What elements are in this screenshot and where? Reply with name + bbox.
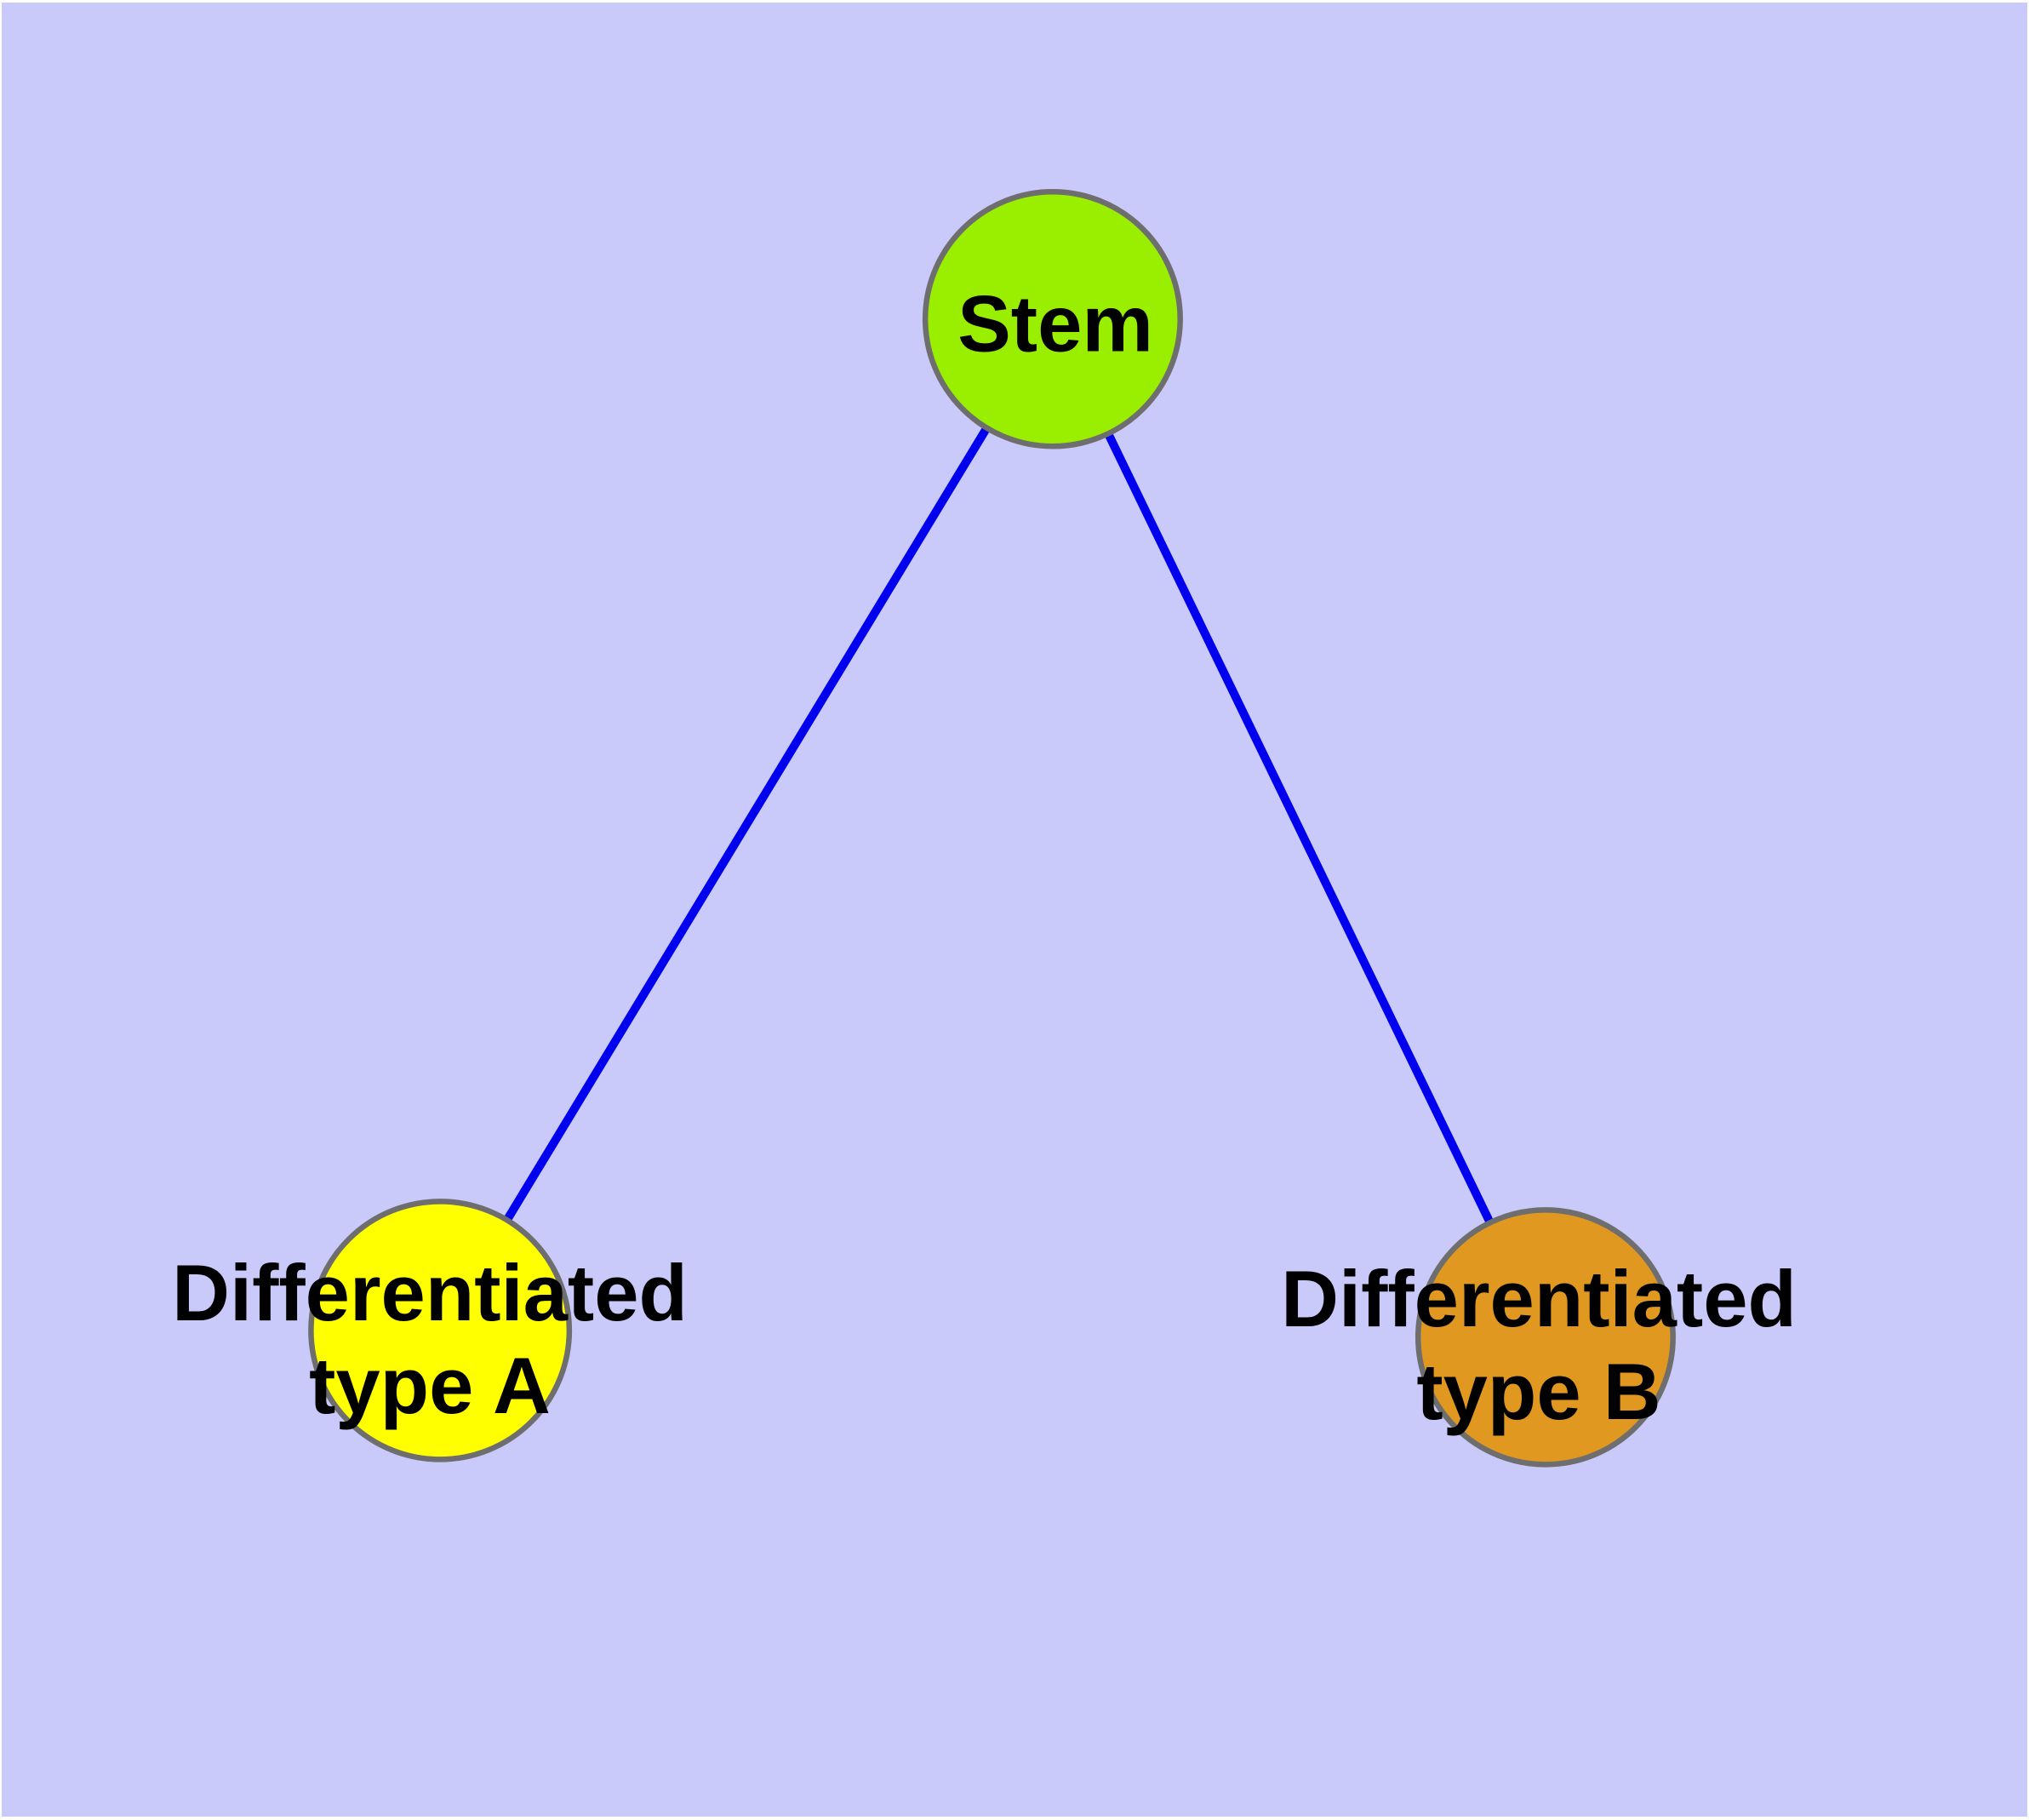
node-label-differentiated-type-b: Differentiated type B xyxy=(1281,1253,1797,1436)
node-differentiated-type-b xyxy=(1415,1207,1676,1468)
node-stem xyxy=(922,189,1183,449)
node-differentiated-type-a xyxy=(308,1199,573,1462)
node-label-stem: Stem xyxy=(957,278,1153,369)
cell-differentiation-graph xyxy=(308,189,1676,1468)
diagram-canvas: Stem Differentiated type A Differentiate… xyxy=(2,3,2027,1817)
edge-stem-to-differentiated-type-b xyxy=(1049,317,1550,1340)
edge-stem-to-differentiated-type-a xyxy=(436,317,1057,1333)
node-label-differentiated-type-a: Differentiated type A xyxy=(172,1247,688,1430)
